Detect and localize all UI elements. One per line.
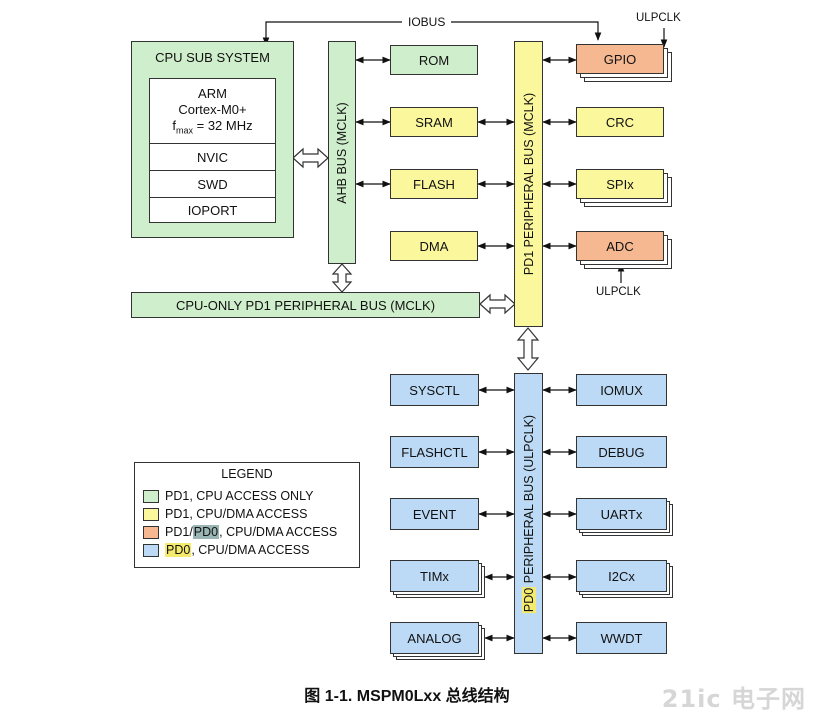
pd1-pd0-hollow-arrow <box>516 327 540 371</box>
sram-block: SRAM <box>390 107 478 137</box>
pd1-bus: PD1 PERIPHERAL BUS (MCLK) <box>514 41 543 327</box>
crc-block: CRC <box>576 107 664 137</box>
gpio-ulpclk-label: ULPCLK <box>636 12 681 24</box>
nvic-block: NVIC <box>150 143 275 170</box>
rom-block: ROM <box>390 45 478 75</box>
cpu-core-block: ARM Cortex-M0+ fmax = 32 MHz <box>150 79 275 143</box>
cpu-subsystem: CPU SUB SYSTEM ARM Cortex-M0+ fmax = 32 … <box>131 41 294 238</box>
gpio-block: GPIO <box>576 44 664 74</box>
pd1-bus-label: PD1 PERIPHERAL BUS (MCLK) <box>521 92 536 276</box>
adc-block: ADC <box>576 231 664 261</box>
tim-block: TIMx <box>390 560 479 592</box>
legend-item-pd1-cpu-dma: PD1, CPU/DMA ACCESS <box>143 506 307 522</box>
fmax-label: fmax = 32 MHz <box>172 118 253 136</box>
legend-swatch-orange <box>143 525 159 539</box>
flashctl-block: FLASHCTL <box>390 436 479 468</box>
cpu-only-bus-label: CPU-ONLY PD1 PERIPHERAL BUS (MCLK) <box>175 297 436 313</box>
sysctl-block: SYSCTL <box>390 374 479 406</box>
iobus-label: IOBUS <box>402 15 452 29</box>
iomux-block: IOMUX <box>576 374 667 406</box>
legend-title: LEGEND <box>221 467 273 481</box>
arm-label: ARM <box>198 86 227 101</box>
adc-ulpclk-label: ULPCLK <box>596 286 641 298</box>
legend-item-pd1-cpu-only: PD1, CPU ACCESS ONLY <box>143 488 313 504</box>
pd0-bus-label: PD0 PERIPHERAL BUS (ULPCLK) <box>521 414 536 613</box>
flash-block: FLASH <box>390 169 478 199</box>
cpuonly-pd1-hollow-arrow <box>479 293 516 315</box>
ahb-bus-label: AHB BUS (MCLK) <box>335 101 349 204</box>
event-block: EVENT <box>390 498 479 530</box>
cpu-ahb-hollow-arrow <box>292 147 329 169</box>
cpu-subsystem-title: CPU SUB SYSTEM <box>155 50 270 65</box>
dma-block: DMA <box>390 231 478 261</box>
uart-block: UARTx <box>576 498 667 530</box>
figure-caption: 图 1-1. MSPM0Lxx 总线结构 <box>304 688 510 705</box>
spi-block: SPIx <box>576 169 664 199</box>
pd0-bus: PD0 PERIPHERAL BUS (ULPCLK) <box>514 373 543 654</box>
legend-swatch-blue <box>143 543 159 557</box>
debug-block: DEBUG <box>576 436 667 468</box>
legend-swatch-yellow <box>143 507 159 521</box>
legend-item-pd0: PD0, CPU/DMA ACCESS <box>143 542 309 558</box>
cpu-only-bus: CPU-ONLY PD1 PERIPHERAL BUS (MCLK) <box>131 292 480 318</box>
legend: LEGEND PD1, CPU ACCESS ONLY PD1, CPU/DMA… <box>134 462 360 568</box>
ahb-bus: AHB BUS (MCLK) <box>328 41 356 264</box>
ahb-cpuonly-hollow-arrow <box>331 263 353 293</box>
wwdt-block: WWDT <box>576 622 667 654</box>
legend-swatch-green <box>143 489 159 503</box>
cortex-label: Cortex-M0+ <box>178 102 247 117</box>
watermark-logo: 21ic 电子网 <box>661 685 806 713</box>
swd-block: SWD <box>150 170 275 197</box>
ioport-block: IOPORT <box>150 197 275 223</box>
legend-item-pd1-pd0: PD1/PD0, CPU/DMA ACCESS <box>143 524 337 540</box>
i2c-block: I2Cx <box>576 560 667 592</box>
cpu-core-stack: ARM Cortex-M0+ fmax = 32 MHz NVIC SWD IO… <box>149 78 276 223</box>
analog-block: ANALOG <box>390 622 479 654</box>
